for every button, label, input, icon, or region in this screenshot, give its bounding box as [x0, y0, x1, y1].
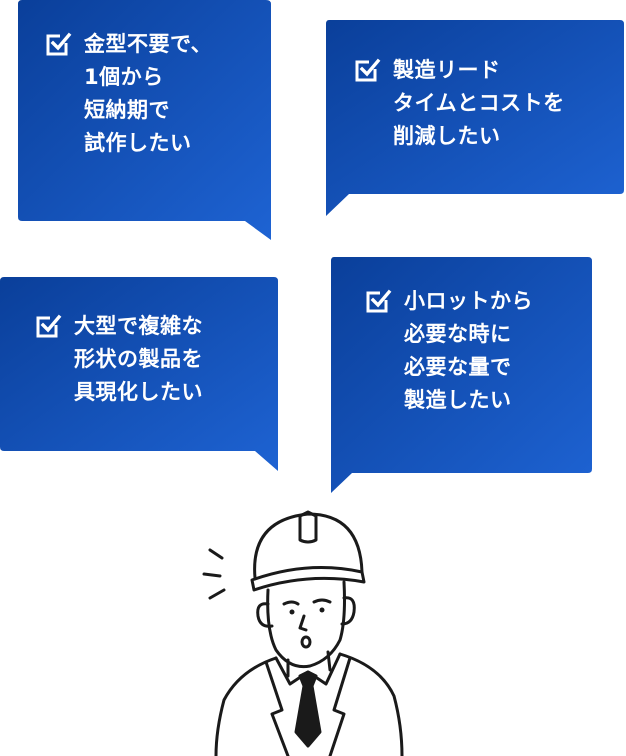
bubble-line: 1個から	[84, 65, 164, 89]
bubble-content: 製造リード タイムとコストを 削減したい	[353, 54, 565, 153]
bubble-line: 金型不要で、	[84, 32, 213, 56]
bubble-line: 形状の製品を	[74, 347, 203, 371]
bubble-text: 小ロットから 必要な時に 必要な量で 製造したい	[404, 285, 533, 417]
bubble-line: タイムとコストを	[393, 91, 565, 115]
worried-worker-icon	[202, 510, 404, 756]
bubble-content: 金型不要で、 1個から 短納期で 試作したい	[44, 28, 212, 160]
bubble-text: 金型不要で、 1個から 短納期で 試作したい	[84, 28, 212, 160]
checkbox-checked-icon	[36, 314, 62, 338]
bubble-line: 試作したい	[84, 131, 192, 155]
speech-bubble-shape	[326, 20, 624, 216]
checkbox-checked-icon	[355, 58, 381, 82]
bubble-text: 大型で複雑な 形状の製品を 具現化したい	[74, 310, 203, 409]
concern-bubble-large-shape: 大型で複雑な 形状の製品を 具現化したい	[0, 277, 280, 473]
bubble-text: 製造リード タイムとコストを 削減したい	[393, 54, 565, 153]
concern-bubble-prototype: 金型不要で、 1個から 短納期で 試作したい	[18, 0, 273, 242]
bubble-line: 短納期で	[84, 98, 170, 122]
speech-bubble-shape	[18, 0, 271, 240]
concern-bubble-cost: 製造リード タイムとコストを 削減したい	[325, 20, 625, 218]
speech-bubble-shape	[331, 257, 592, 493]
bubble-line: 必要な量で	[404, 355, 512, 379]
concern-bubble-small-lot: 小ロットから 必要な時に 必要な量で 製造したい	[330, 257, 595, 495]
bubble-line: 製造したい	[404, 388, 512, 412]
bubble-line: 大型で複雑な	[74, 314, 203, 338]
bubble-line: 製造リード	[393, 58, 501, 82]
bubble-line: 小ロットから	[404, 289, 533, 313]
bubble-content: 小ロットから 必要な時に 必要な量で 製造したい	[364, 285, 533, 417]
checkbox-checked-icon	[366, 289, 392, 313]
bubble-line: 必要な時に	[404, 322, 512, 346]
speech-bubble-shape	[0, 277, 278, 471]
checkbox-checked-icon	[46, 32, 72, 56]
bubble-line: 具現化したい	[74, 380, 203, 404]
bubble-content: 大型で複雑な 形状の製品を 具現化したい	[34, 310, 203, 409]
bubble-line: 削減したい	[393, 124, 501, 148]
